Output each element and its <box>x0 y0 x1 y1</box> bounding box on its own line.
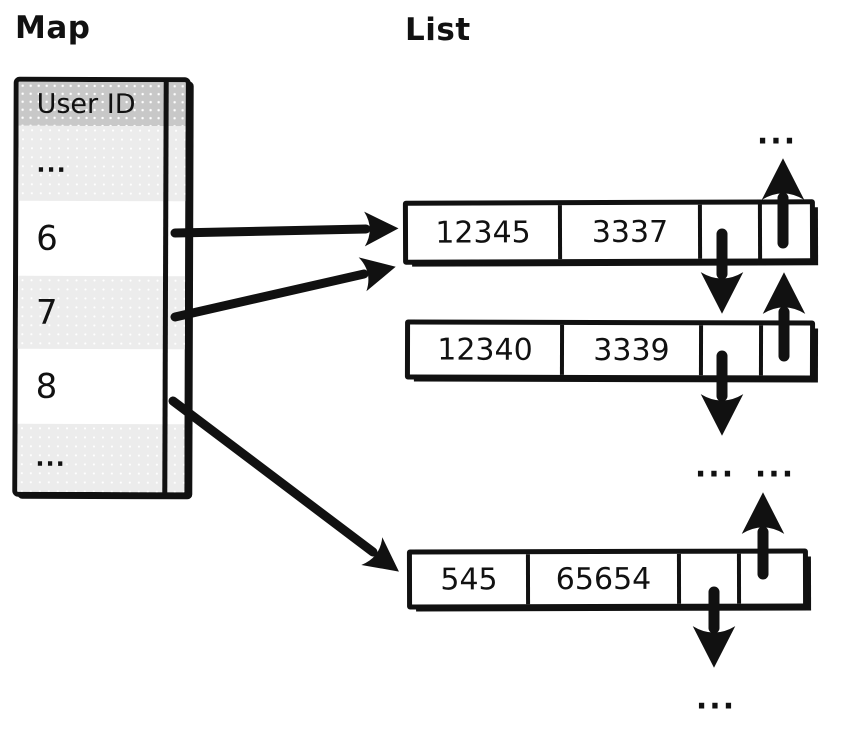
arrow-map-row-6-to-node-1 <box>170 211 399 247</box>
node-3-next-pointer-cell <box>680 553 742 604</box>
node-1-value-cell: 3337 <box>561 204 703 260</box>
list-node-1: 12345 3337 <box>402 199 816 265</box>
map-row-label: ... <box>36 149 67 178</box>
node-3-key-cell: 545 <box>411 554 531 605</box>
node-1-prev-pointer-cell <box>762 204 810 258</box>
map-title: Map <box>15 10 91 46</box>
map-row-label: 6 <box>36 218 58 259</box>
list-title: List <box>405 12 471 48</box>
map-row-label: ... <box>35 443 66 472</box>
map-row-label: 7 <box>35 292 58 333</box>
map-header-label: User ID <box>36 88 136 120</box>
node-2-value-cell: 3339 <box>563 324 704 376</box>
map-row-label: 8 <box>35 366 58 407</box>
map-row-ellipsis-top: ... <box>18 125 186 202</box>
node-2-key-cell: 12340 <box>409 324 565 375</box>
ellipsis-above-node-1: ... <box>756 116 798 152</box>
node-1-next-pointer-cell <box>701 204 763 259</box>
arrow-map-row-8-to-node-3 <box>168 396 399 572</box>
node-1-key-cell: 12345 <box>407 205 563 260</box>
map-row-8: 8 <box>18 349 185 425</box>
node-2-prev-pointer-cell <box>763 325 810 375</box>
ellipsis-prev-of-node-3: ... <box>754 449 796 485</box>
node-3-prev-pointer-cell <box>741 553 803 603</box>
map-row-6: 6 <box>18 201 185 277</box>
map-header-row: User ID <box>18 81 186 127</box>
map-table: User ID ... 6 7 8 ... <box>12 76 191 498</box>
map-row-7: 7 <box>17 275 186 350</box>
node-3-value-cell: 65654 <box>529 553 682 605</box>
ellipsis-next-of-node-2: ... <box>694 449 736 485</box>
ellipsis-below-node-3: ... <box>695 681 737 717</box>
arrow-map-row-7-to-node-1 <box>170 257 396 322</box>
map-row-ellipsis-bottom: ... <box>17 423 185 493</box>
list-node-3: 545 65654 <box>406 548 809 610</box>
list-node-2: 12340 3339 <box>404 319 816 381</box>
node-2-next-pointer-cell <box>702 325 764 376</box>
